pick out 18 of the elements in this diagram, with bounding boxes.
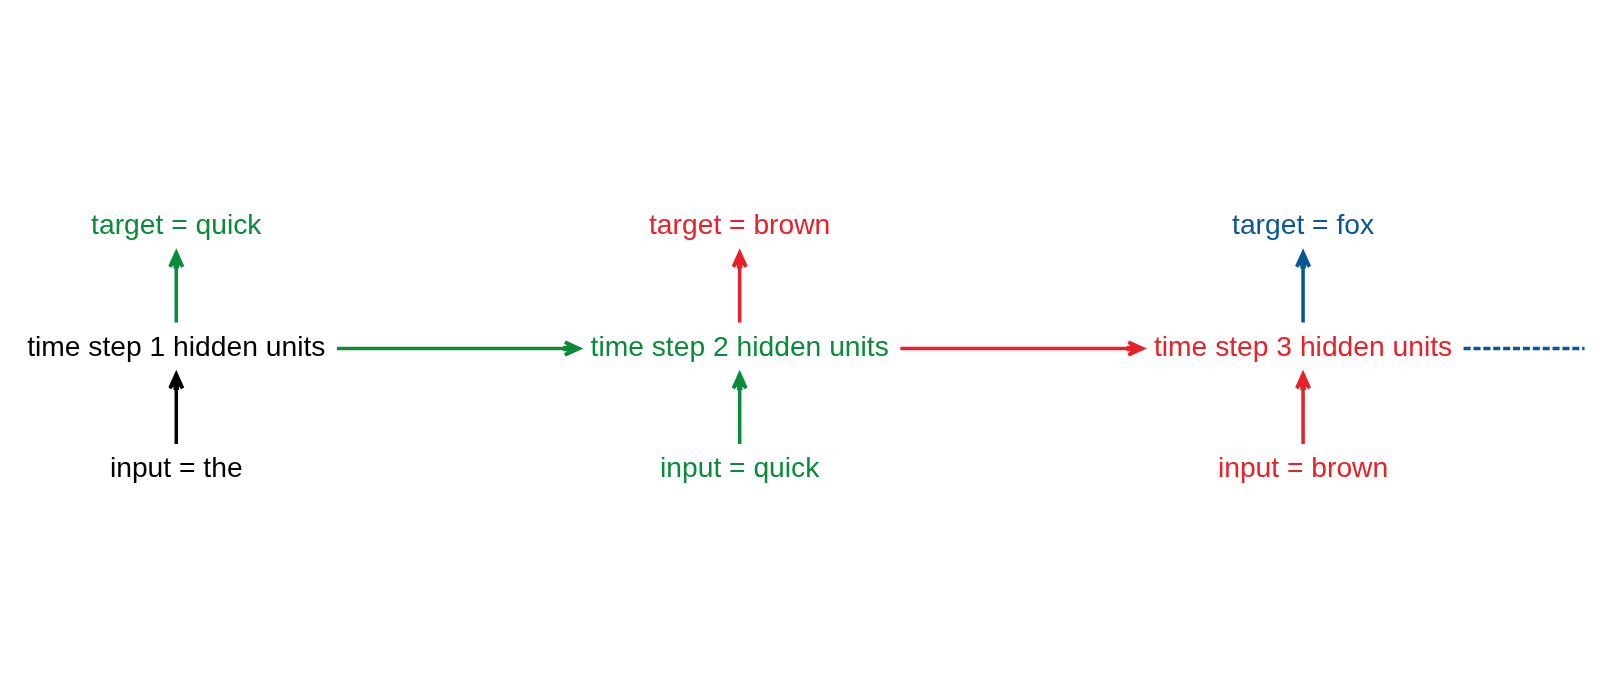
arrow [1294, 250, 1312, 323]
arrow [731, 372, 748, 444]
connector [1463, 346, 1585, 351]
node-text: target = fox [1232, 208, 1375, 241]
node-text: input = quick [660, 451, 820, 483]
node-text: target = quick [91, 208, 262, 241]
node-text: input = the [109, 451, 243, 483]
arrow [168, 372, 185, 444]
arrow [731, 250, 748, 323]
node-text: time step 1 hidden units [27, 329, 326, 362]
arrow [336, 340, 581, 357]
node-text: input = brown [1217, 451, 1389, 483]
arrow [900, 340, 1145, 357]
node-text: target = brown [649, 208, 831, 241]
node-text: time step 3 hidden units [1153, 329, 1453, 362]
node-text: time step 2 hidden units [590, 329, 889, 362]
arrow [168, 250, 185, 323]
arrow [1294, 372, 1312, 444]
